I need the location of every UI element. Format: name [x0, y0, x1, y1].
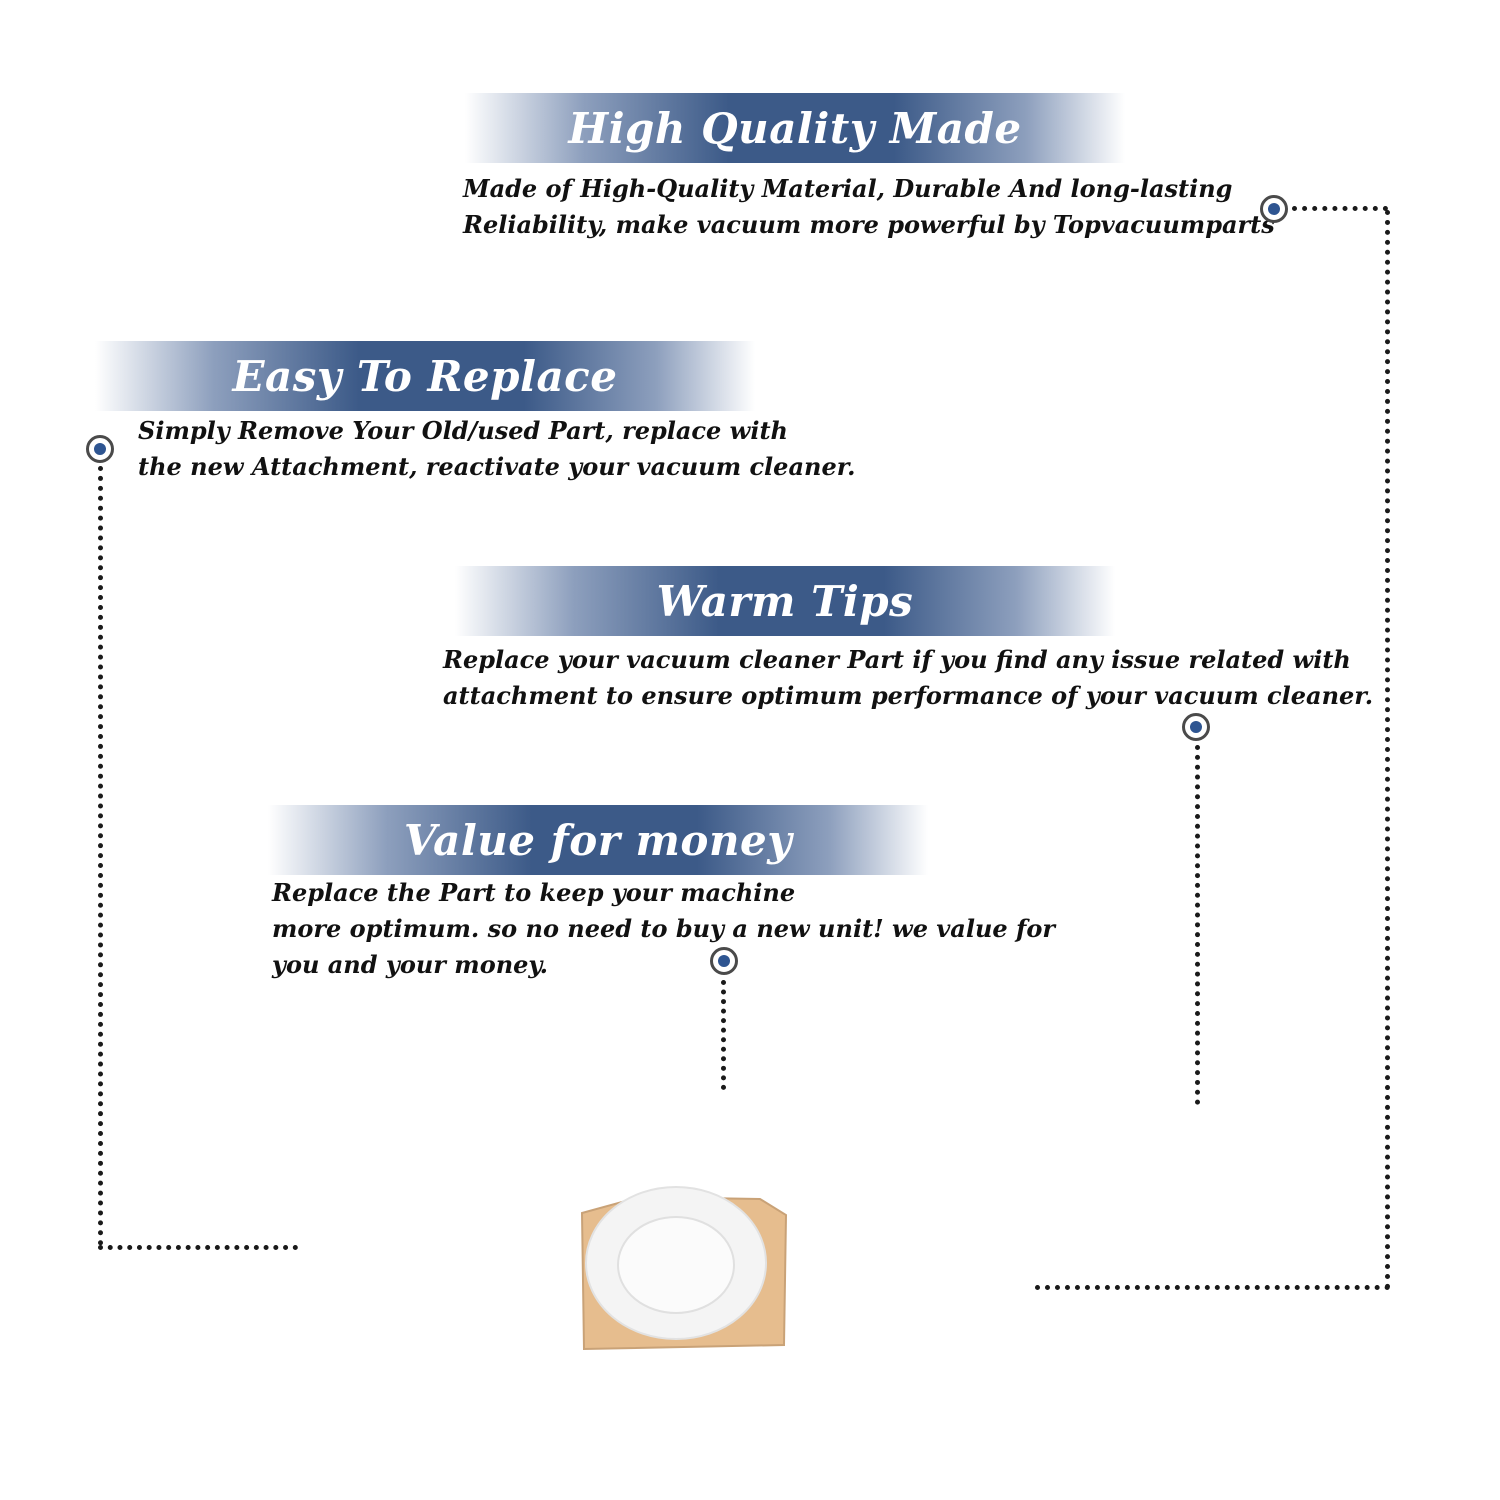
dotted-connector: [1292, 206, 1388, 216]
marker-dot-icon: [1182, 713, 1210, 741]
description-line: the new Attachment, reactivate your vacu…: [138, 452, 856, 481]
banner-easy-to-replace: Easy To Replace: [95, 341, 755, 411]
banner-title: Warm Tips: [656, 576, 914, 626]
product-image: [580, 1185, 790, 1359]
banner-title: Easy To Replace: [232, 351, 618, 401]
dotted-connector: [1035, 1285, 1390, 1295]
description-value-for-money: Replace the Part to keep your machine mo…: [272, 875, 1055, 983]
dotted-connector: [98, 466, 108, 1246]
description-line: more optimum. so no need to buy a new un…: [272, 914, 1055, 943]
foam-ring-filter-icon: [580, 1186, 788, 1351]
description-easy-to-replace: Simply Remove Your Old/used Part, replac…: [138, 413, 856, 485]
description-line: attachment to ensure optimum performance…: [443, 681, 1374, 710]
description-line: Replace your vacuum cleaner Part if you …: [443, 645, 1351, 674]
banner-title: Value for money: [403, 815, 793, 865]
description-line: you and your money.: [272, 950, 548, 979]
dotted-connector: [721, 980, 731, 1090]
marker-dot-icon: [1260, 195, 1288, 223]
banner-high-quality-made: High Quality Made: [465, 93, 1125, 163]
description-warm-tips: Replace your vacuum cleaner Part if you …: [443, 642, 1373, 714]
description-line: Made of High-Quality Material, Durable A…: [463, 174, 1233, 203]
marker-dot-icon: [710, 947, 738, 975]
marker-dot-icon: [86, 435, 114, 463]
description-high-quality-made: Made of High-Quality Material, Durable A…: [463, 171, 1275, 243]
banner-warm-tips: Warm Tips: [455, 566, 1115, 636]
dotted-connector: [98, 1245, 298, 1255]
description-line: Reliability, make vacuum more powerful b…: [463, 210, 1275, 239]
banner-value-for-money: Value for money: [268, 805, 928, 875]
banner-title: High Quality Made: [568, 103, 1022, 153]
dotted-connector: [1385, 210, 1395, 1290]
description-line: Replace the Part to keep your machine: [272, 878, 796, 907]
dotted-connector: [1195, 745, 1205, 1105]
description-line: Simply Remove Your Old/used Part, replac…: [138, 416, 788, 445]
